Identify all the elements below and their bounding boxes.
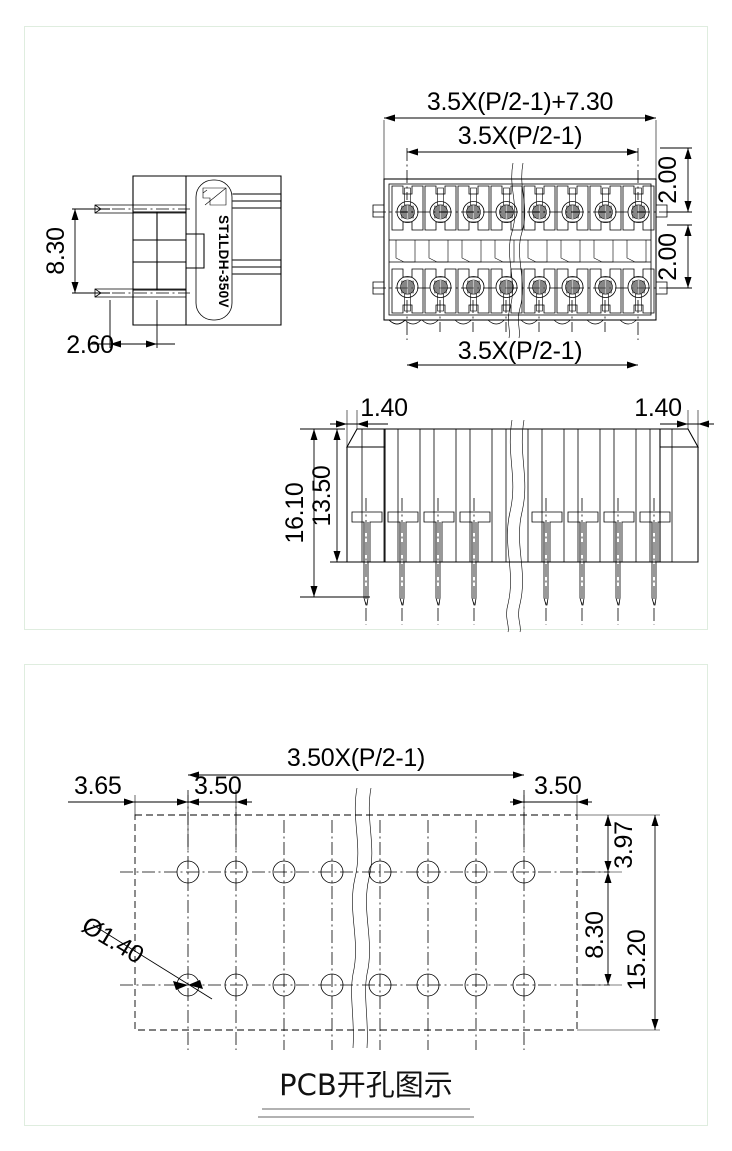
side-elevation-view: ST1LDH-350V 8.30 2.60 <box>42 175 282 359</box>
pcb-holes <box>176 790 536 1050</box>
dim-label-overall-width: 3.5X(P/2-1)+7.30 <box>427 88 613 116</box>
dim-pcb-3-50-right: 3.50 <box>510 772 592 806</box>
dim-top-2-00-lower: 2.00 <box>654 224 692 289</box>
callout-hole-diameter: Ø1.40 <box>77 911 213 1000</box>
dim-label-span-upper: 3.5X(P/2-1) <box>458 122 583 150</box>
pcb-hole-pattern-view: Ø1.40 3.65 3.50 3.50X(P/2-1) <box>68 744 660 1118</box>
dim-label-13-50: 13.50 <box>308 465 336 526</box>
dim-label-hole-span: 3.50X(P/2-1) <box>287 744 425 772</box>
dim-pcb-hole-span: 3.50X(P/2-1) <box>188 744 524 779</box>
dim-label-3-65: 3.65 <box>74 772 121 800</box>
dim-label-hole-diameter: Ø1.40 <box>77 911 149 969</box>
dim-label-1-40-right: 1.40 <box>634 394 681 422</box>
dim-label-15-20: 15.20 <box>623 929 651 990</box>
dim-pcb-3-97: 3.97 <box>604 815 638 872</box>
top-view-break-line <box>508 162 526 339</box>
dim-label-2-00-upper: 2.00 <box>654 156 682 203</box>
dim-pcb-3-65: 3.65 <box>68 772 205 806</box>
dim-front-1-40-right: 1.40 <box>634 394 714 447</box>
dim-top-span-lower: 3.5X(P/2-1) <box>406 300 639 369</box>
dim-label-8-30: 8.30 <box>581 911 609 958</box>
dim-label-3-50-left: 3.50 <box>194 772 241 800</box>
pcb-break-line <box>351 787 373 1049</box>
pcb-layout-panel <box>24 664 708 1126</box>
dim-front-16-10: 16.10 <box>281 428 370 598</box>
front-view-break-line <box>506 419 526 633</box>
front-view-pins <box>351 498 671 625</box>
dim-label-3-50-right: 3.50 <box>534 772 581 800</box>
pcb-caption: PCB开孔图示 <box>279 1068 453 1102</box>
dim-top-2-00-upper: 2.00 <box>654 147 692 213</box>
part-marking-plate: ST1LDH-350V <box>195 179 233 321</box>
front-view-fins <box>361 429 673 562</box>
front-elevation-view: 16.10 13.50 1.40 1.40 <box>281 394 714 633</box>
dim-pcb-15-20: 15.20 <box>623 815 659 1030</box>
dim-pcb-8-30: 8.30 <box>581 872 612 985</box>
dim-label-2-00-lower: 2.00 <box>654 233 682 280</box>
dim-label-span-lower: 3.5X(P/2-1) <box>458 337 583 365</box>
dim-top-span-upper: 3.5X(P/2-1) <box>407 122 638 156</box>
dim-front-13-50: 13.50 <box>308 428 347 563</box>
dim-side-2-60: 2.60 <box>66 300 175 359</box>
dim-label-3-97: 3.97 <box>610 821 638 868</box>
dim-side-8-30: 8.30 <box>42 208 110 294</box>
dim-front-1-40-left: 1.40 <box>330 394 408 447</box>
dim-label-8-30: 8.30 <box>42 227 70 274</box>
dim-pcb-3-50-left: 3.50 <box>172 772 252 806</box>
dim-label-16-10: 16.10 <box>281 482 309 543</box>
dim-top-overall-width: 3.5X(P/2-1)+7.30 <box>384 88 656 122</box>
pcb-outline <box>134 814 578 1031</box>
dim-label-1-40-left: 1.40 <box>360 394 407 422</box>
dim-label-2-60: 2.60 <box>66 331 113 359</box>
part-marking-text: ST1LDH-350V <box>216 215 231 308</box>
top-plan-view: 3.5X(P/2-1)+7.30 3.5X(P/2-1) 3.5X(P/2-1) <box>372 88 692 369</box>
